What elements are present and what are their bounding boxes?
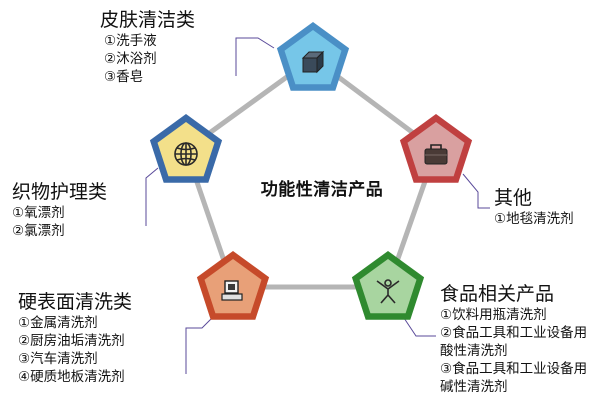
node-food <box>351 251 425 320</box>
category-item: ②沐浴剂 <box>104 51 157 67</box>
category-title: 其他 <box>494 187 533 209</box>
category-item: ②厨房油垢清洗剂 <box>18 333 125 349</box>
leader-line-other <box>462 173 490 209</box>
category-item: ①金属清洗剂 <box>18 315 98 331</box>
category-title: 织物护理类 <box>12 181 108 203</box>
node-skin <box>276 22 350 91</box>
category-item: ③食品工具和工业设备用碱性清洗剂 <box>440 361 588 395</box>
pentagon-nodes <box>149 22 473 320</box>
center-title: 功能性清洁产品 <box>260 180 384 200</box>
leader-line-hard <box>185 311 219 374</box>
leader-line-textile <box>145 167 159 226</box>
pentagon-connectors <box>183 55 439 290</box>
category-item: ③汽车清洗剂 <box>18 351 98 367</box>
node-hard <box>196 251 270 320</box>
category-title: 食品相关产品 <box>440 283 555 305</box>
category-food-related: 食品相关产品 ①饮料用瓶清洗剂 ②食品工具和工业设备用酸性清洗剂 ③食品工具和工… <box>440 282 596 396</box>
category-skin-cleaning: 皮肤清洁类 ①洗手液 ②沐浴剂 ③香皂 <box>100 8 195 86</box>
category-item: ①洗手液 <box>104 33 157 49</box>
category-hard-surface: 硬表面清洗类 ①金属清洗剂 ②厨房油垢清洗剂 ③汽车清洗剂 ④硬质地板清洗剂 <box>18 290 132 386</box>
box-icon <box>301 50 325 74</box>
computer-icon <box>221 280 243 301</box>
category-item: ①饮料用瓶清洗剂 <box>440 307 547 323</box>
leader-line-food <box>403 317 436 337</box>
category-item: ④硬质地板清洗剂 <box>18 369 125 385</box>
node-other <box>399 114 473 183</box>
category-title: 皮肤清洁类 <box>100 9 196 31</box>
node-textile <box>149 114 223 183</box>
category-item: ②氯漂剂 <box>12 223 65 239</box>
category-title: 硬表面清洗类 <box>18 291 133 313</box>
category-other: 其他 ①地毯清洗剂 <box>494 186 574 228</box>
leader-lines <box>145 37 490 374</box>
globe-icon <box>174 142 198 166</box>
category-textile-care: 织物护理类 ①氧漂剂 ②氯漂剂 <box>12 180 107 240</box>
leader-line-skin <box>235 37 275 76</box>
briefcase-icon <box>424 144 448 165</box>
category-item: ①氧漂剂 <box>12 205 65 221</box>
category-item: ①地毯清洗剂 <box>494 211 574 227</box>
category-item: ③香皂 <box>104 69 144 85</box>
person-icon <box>376 279 400 304</box>
category-item: ②食品工具和工业设备用酸性清洗剂 <box>440 325 588 359</box>
